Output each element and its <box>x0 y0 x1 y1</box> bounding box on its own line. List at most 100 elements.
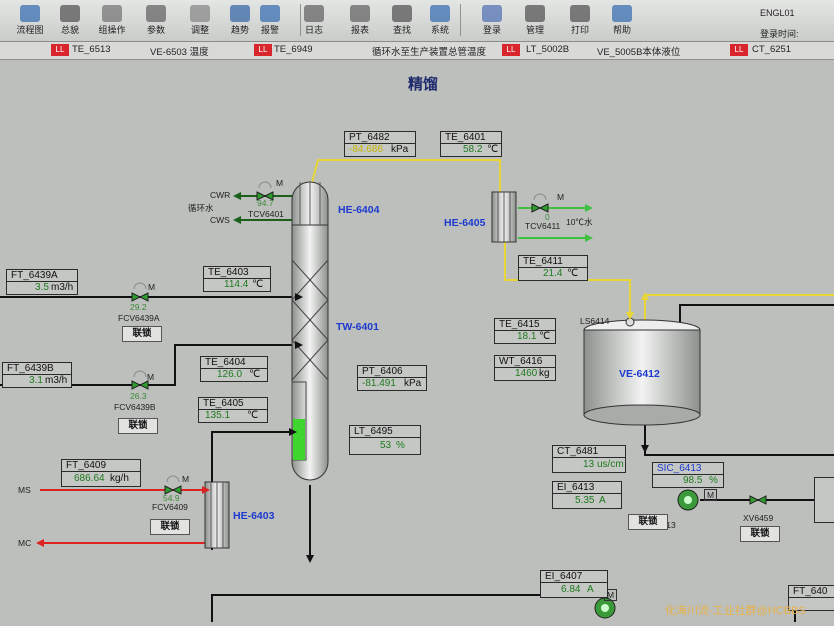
instrument-value: 6.84 <box>561 584 581 595</box>
fcv6439b-label: FCV6439B <box>114 402 156 412</box>
login-key-icon <box>482 5 502 22</box>
instrument-value: 135.1 <box>205 410 231 421</box>
instrument-lt-6495[interactable]: LT_6495 53 % <box>349 425 421 455</box>
instrument-unit: kg <box>539 368 550 379</box>
alarm-bar[interactable]: LL TE_6513 VE-6503 温度 LL TE_6949 循环水至生产装… <box>0 42 834 60</box>
motor-marker: M <box>557 192 565 202</box>
instrument-value: 53 <box>380 440 392 451</box>
instrument-partial-right[interactable] <box>814 477 834 523</box>
user-info: ENGL01 登录时间: <box>754 0 834 41</box>
alarm-text: 循环水至生产装置总管温度 <box>372 47 487 58</box>
instrument-ct-6481[interactable]: CT_6481 13 us/cm <box>552 445 626 473</box>
toolbar-button-tune[interactable]: 调整 <box>178 3 222 39</box>
equipment-he-6404[interactable]: HE-6404 <box>338 204 380 216</box>
manage-icon <box>525 5 545 22</box>
toolbar-button-params[interactable]: 参数 <box>134 3 178 39</box>
instrument-tag: WT_6416 <box>499 356 543 367</box>
toolbar-button-label: 报表 <box>350 25 369 35</box>
instrument-te-6403[interactable]: TE_6403 114.4 ℃ <box>203 266 271 292</box>
toolbar-button-alarm[interactable]: 报警 <box>248 3 292 39</box>
instrument-unit: % <box>709 475 718 486</box>
instrument-te-6401[interactable]: TE_6401 58.2 ℃ <box>440 131 502 157</box>
instrument-wt-6416[interactable]: WT_6416 1460 kg <box>494 355 556 381</box>
instrument-ei-6413[interactable]: EI_6413 5.35 A <box>552 481 622 509</box>
toolbar-button-manage[interactable]: 管理 <box>513 3 557 39</box>
params-icon <box>146 5 166 22</box>
alarm-text: VE_5005B本体液位 <box>597 47 681 58</box>
instrument-ei-6407[interactable]: EI_6407 6.84 A <box>540 570 608 598</box>
login-time-label: 登录时间: <box>760 29 799 39</box>
circ-water-label: 循环水 <box>188 203 214 213</box>
toolbar: 流程图总貌组操作参数 调整趋势报警日志报表 查找系统登录管理打印帮助 <box>0 0 834 42</box>
fcv6409-label: FCV6409 <box>152 502 188 512</box>
interlock-button-fcv6409[interactable]: 联锁 <box>150 519 190 535</box>
equipment-he-6405[interactable]: HE-6405 <box>444 217 486 229</box>
toolbar-button-label: 调整 <box>190 25 209 35</box>
instrument-te-6404[interactable]: TE_6404 126.0 ℃ <box>200 356 268 382</box>
instrument-pt-6482[interactable]: PT_6482 -84.686 kPa <box>344 131 416 157</box>
toolbar-button-flowchart[interactable]: 流程图 <box>8 3 52 39</box>
equipment-ve-6412[interactable]: VE-6412 <box>619 368 660 380</box>
instrument-te-6411[interactable]: TE_6411 21.4 ℃ <box>518 255 588 281</box>
alarm-text: VE-6503 温度 <box>150 47 209 58</box>
toolbar-button-group-op[interactable]: 组操作 <box>90 3 134 39</box>
toolbar-button-system[interactable]: 系统 <box>418 3 462 39</box>
instrument-ft-6409[interactable]: FT_6409 686.64 kg/h <box>61 459 141 487</box>
instrument-sic-6413[interactable]: SIC_6413 98.5 % <box>652 462 724 488</box>
instrument-unit: ℃ <box>247 410 259 421</box>
toolbar-button-login-key[interactable]: 登录 <box>470 3 514 39</box>
instrument-value: 21.4 <box>543 268 563 279</box>
instrument-unit: kg/h <box>110 473 129 484</box>
instrument-ft-6439a[interactable]: FT_6439A 3.5 m3/h <box>6 269 78 295</box>
toolbar-button-log[interactable]: 日志 <box>292 3 336 39</box>
instrument-tag: TE_6405 <box>203 398 244 409</box>
instrument-unit: ℃ <box>539 331 551 342</box>
column-level-bar <box>293 419 305 460</box>
instrument-ft-6439b[interactable]: FT_6439B 3.1 m3/h <box>2 362 72 388</box>
equipment-he-6403[interactable]: HE-6403 <box>233 510 275 522</box>
toolbar-button-report[interactable]: 报表 <box>338 3 382 39</box>
interlock-button-xv6459[interactable]: 联锁 <box>740 526 780 542</box>
instrument-unit: m3/h <box>45 375 68 386</box>
instrument-tag: PT_6482 <box>349 132 390 143</box>
alarm-text: TE_6513 <box>72 44 111 55</box>
instrument-tag: EI_6413 <box>557 482 595 493</box>
toolbar-separator <box>300 4 301 36</box>
toolbar-button-print[interactable]: 打印 <box>558 3 602 39</box>
fcv6439a-label: FCV6439A <box>118 313 160 323</box>
toolbar-button-overview[interactable]: 总貌 <box>48 3 92 39</box>
instrument-value: -84.686 <box>349 144 383 155</box>
instrument-tag: TE_6411 <box>523 256 563 267</box>
instrument-pt-6406[interactable]: PT_6406 -81.491 kPa <box>357 365 427 391</box>
instrument-tag: TE_6401 <box>445 132 486 143</box>
instrument-unit: A <box>587 584 594 595</box>
interlock-button-fcv6439a[interactable]: 联锁 <box>122 326 162 342</box>
instrument-tag: TE_6404 <box>205 357 246 368</box>
mc-label: MC <box>18 538 32 548</box>
toolbar-button-help[interactable]: 帮助 <box>600 3 644 39</box>
instrument-te-6405[interactable]: TE_6405 135.1 ℃ <box>198 397 268 423</box>
page-title: 精馏 <box>408 75 439 93</box>
instrument-value: -81.491 <box>362 378 396 389</box>
print-icon <box>570 5 590 22</box>
instrument-te-6415[interactable]: TE_6415 18.1 ℃ <box>494 318 556 344</box>
interlock-button-fcv6439b[interactable]: 联锁 <box>118 418 158 434</box>
instrument-value: 686.64 <box>74 473 105 484</box>
toolbar-button-label: 参数 <box>146 25 165 35</box>
system-icon <box>430 5 450 22</box>
instrument-value: 58.2 <box>463 144 483 155</box>
ls6414-label: LS6414 <box>580 316 610 326</box>
toolbar-button-trend[interactable]: 趋势 <box>218 3 262 39</box>
interlock-button-pu6413[interactable]: 联锁 <box>628 514 668 530</box>
user-name: ENGL01 <box>760 8 795 18</box>
search-icon <box>392 5 412 22</box>
instrument-tag: FT_6409 <box>66 460 107 471</box>
alarm-text: TE_6949 <box>274 44 313 55</box>
group-op-icon <box>102 5 122 22</box>
equipment-tw-6401[interactable]: TW-6401 <box>336 321 379 333</box>
instrument-tag: CT_6481 <box>557 446 599 457</box>
toolbar-button-search[interactable]: 查找 <box>380 3 424 39</box>
instrument-ft-640x[interactable]: FT_640 <box>788 585 834 611</box>
alarm-text: CT_6251 <box>752 44 792 55</box>
